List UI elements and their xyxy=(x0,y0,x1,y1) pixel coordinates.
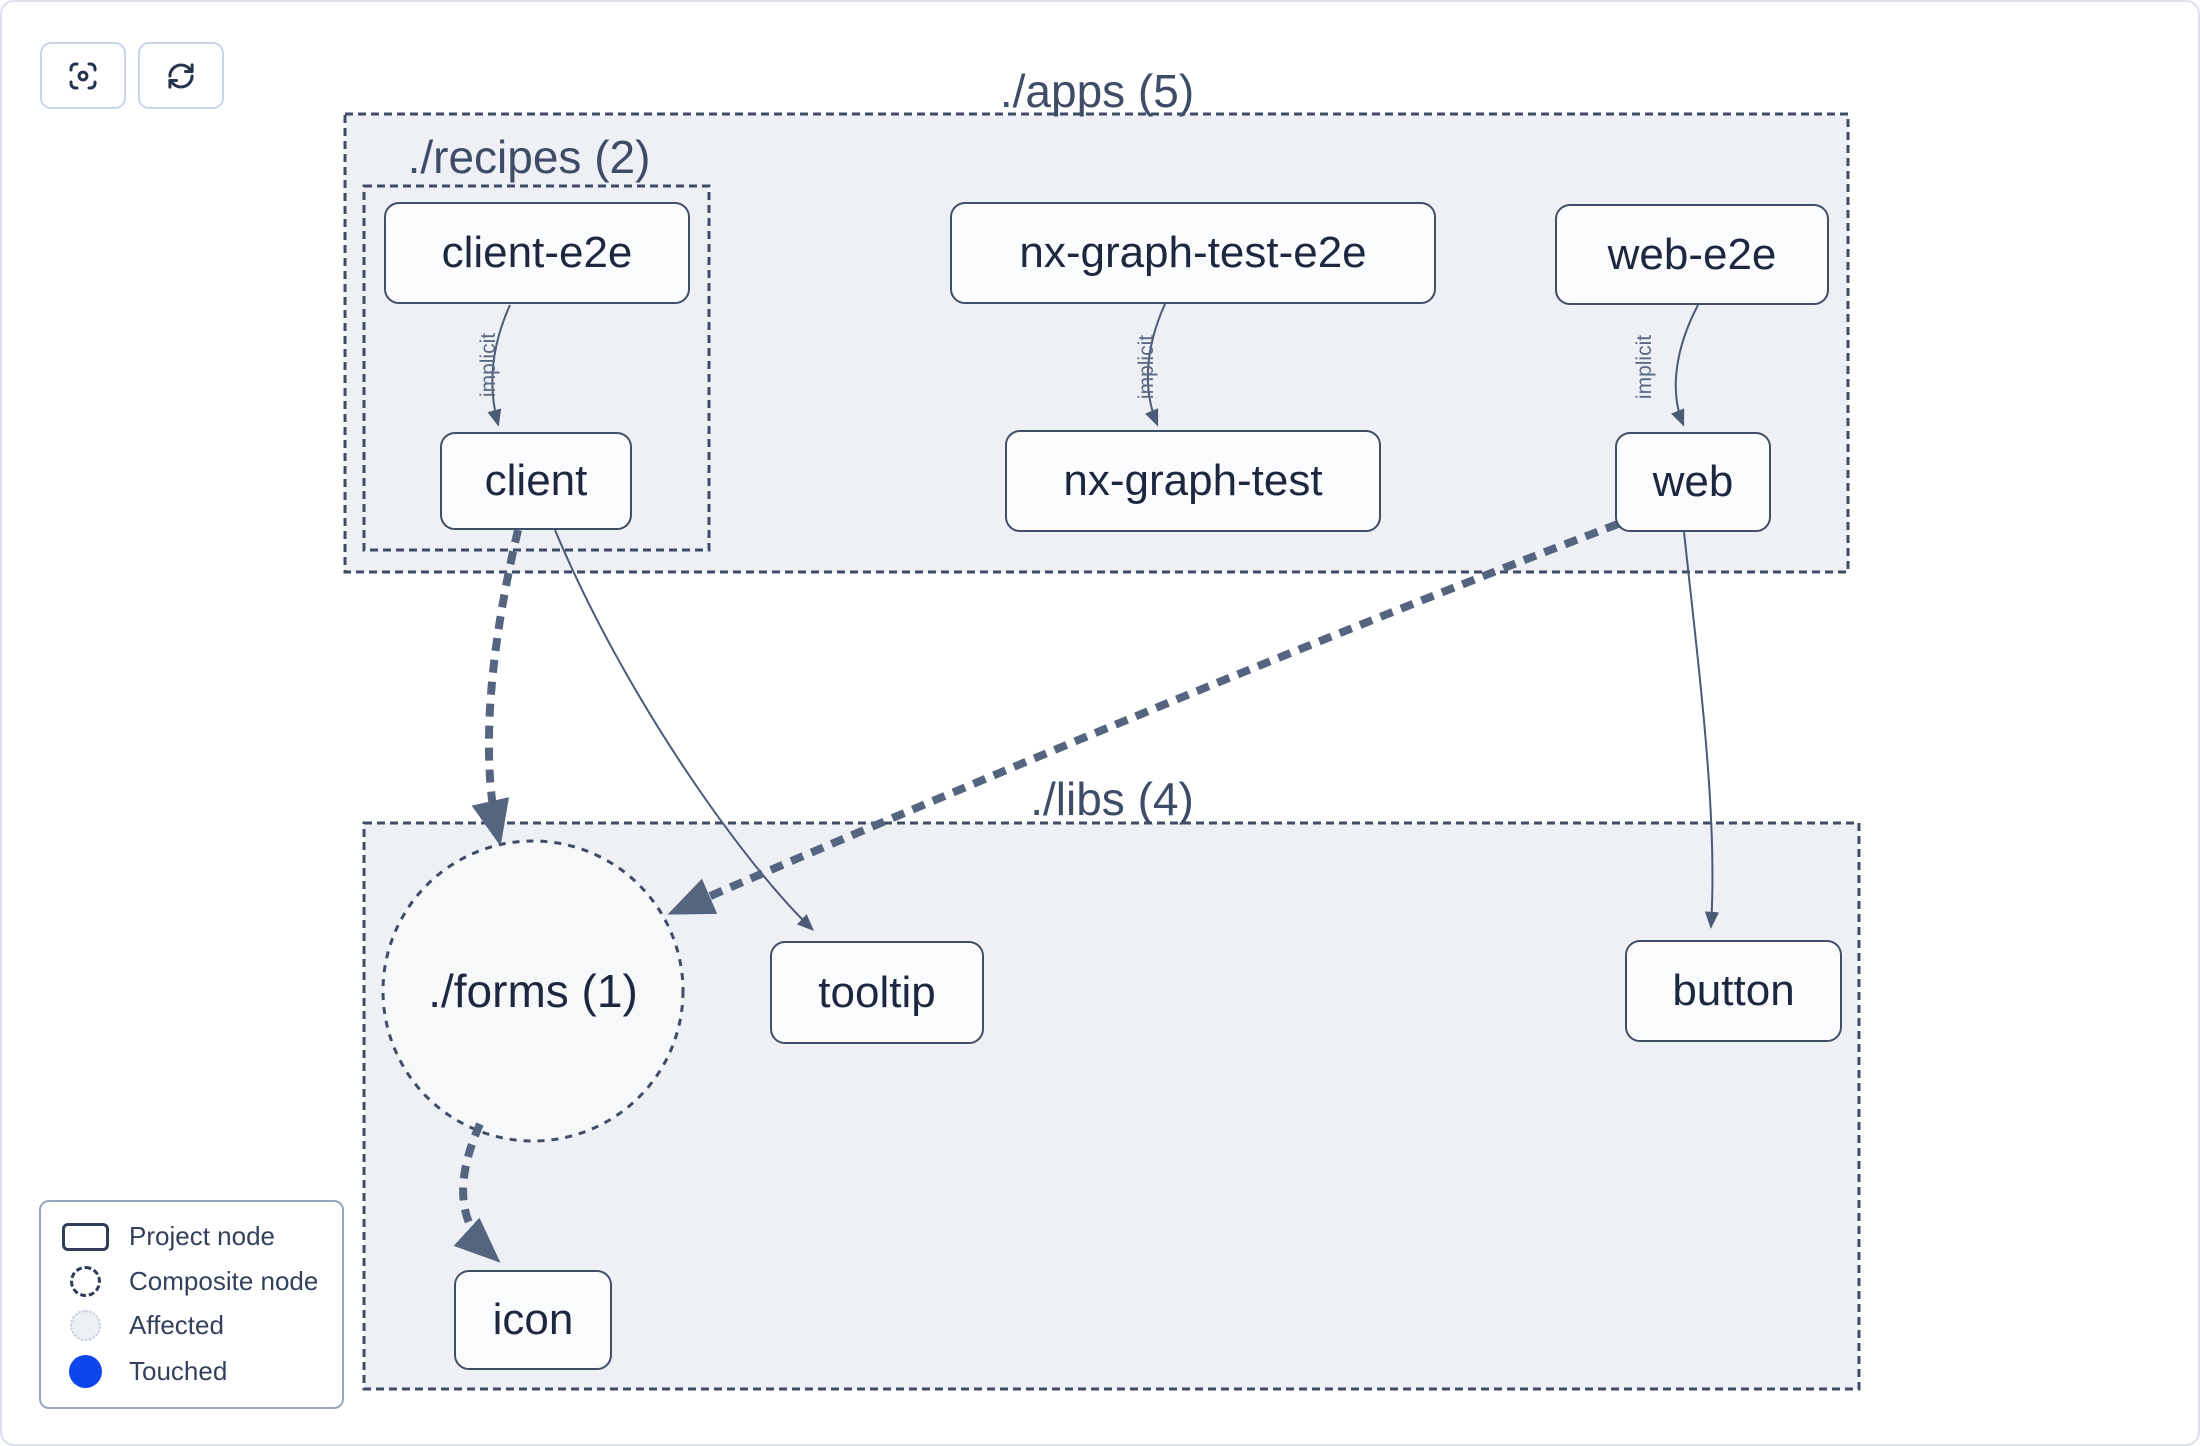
recipes-container-label: ./recipes (2) xyxy=(407,131,651,183)
edge-web-e2e-to-web xyxy=(1671,304,1699,427)
node-web[interactable]: web xyxy=(1615,432,1771,532)
node-label: client-e2e xyxy=(441,228,633,277)
legend-label: Touched xyxy=(129,1355,228,1386)
edge-client-e2e-to-client xyxy=(487,304,511,427)
node-label: tooltip xyxy=(818,967,936,1017)
legend-row-composite-node: Composite node xyxy=(41,1265,342,1297)
edge-web-to-button xyxy=(1683,531,1719,929)
edge-nx-graph-test-e2e-to-nx-graph-test xyxy=(1145,303,1166,427)
node-button[interactable]: button xyxy=(1625,940,1842,1042)
composite-node-forms-circle[interactable] xyxy=(381,839,685,1143)
node-client-e2e[interactable]: client-e2e xyxy=(384,202,690,304)
edge-label-implicit: implicit xyxy=(1135,334,1158,400)
edge-client-to-tooltip xyxy=(554,529,815,931)
edge-forms-to-icon xyxy=(453,1122,501,1263)
refresh-icon xyxy=(168,62,194,89)
viewfinder-icon xyxy=(69,62,97,89)
edge-web-to-forms xyxy=(667,520,1620,915)
composite-node-forms-label: ./forms (1) xyxy=(428,965,638,1017)
apps-container-label: ./apps (5) xyxy=(999,65,1195,117)
node-label: button xyxy=(1672,966,1795,1015)
recipes-container-box xyxy=(362,184,711,552)
legend-label: Composite node xyxy=(129,1265,319,1296)
legend-row-project-node: Project node xyxy=(41,1221,342,1252)
legend-row-affected: Affected xyxy=(41,1310,342,1342)
edge-label-implicit: implicit xyxy=(1633,334,1656,400)
node-tooltip[interactable]: tooltip xyxy=(770,941,984,1044)
legend-row-touched: Touched xyxy=(41,1354,342,1388)
focus-button[interactable] xyxy=(40,42,126,109)
affected-icon xyxy=(69,1310,101,1342)
project-node-icon xyxy=(61,1222,109,1251)
node-label: nx-graph-test xyxy=(1063,456,1323,505)
node-nx-graph-test-e2e[interactable]: nx-graph-test-e2e xyxy=(950,202,1436,304)
legend-label: Affected xyxy=(129,1310,224,1341)
edge-label-implicit: implicit xyxy=(477,332,500,398)
composite-node-icon xyxy=(69,1265,101,1297)
node-icon[interactable]: icon xyxy=(454,1270,612,1370)
node-label: web xyxy=(1652,457,1734,506)
node-label: icon xyxy=(492,1295,574,1344)
node-label: client xyxy=(484,456,588,505)
legend-label: Project node xyxy=(129,1221,275,1252)
node-label: web-e2e xyxy=(1607,229,1777,279)
node-client[interactable]: client xyxy=(440,432,632,530)
node-nx-graph-test[interactable]: nx-graph-test xyxy=(1005,430,1381,532)
refresh-button[interactable] xyxy=(138,42,224,109)
libs-container-label: ./libs (4) xyxy=(1030,773,1194,825)
legend: Project node Composite node Affected Tou… xyxy=(39,1200,344,1409)
node-label: nx-graph-test-e2e xyxy=(1019,228,1367,277)
node-web-e2e[interactable]: web-e2e xyxy=(1555,204,1829,305)
touched-icon xyxy=(68,1354,102,1388)
edge-client-to-forms xyxy=(471,529,522,847)
